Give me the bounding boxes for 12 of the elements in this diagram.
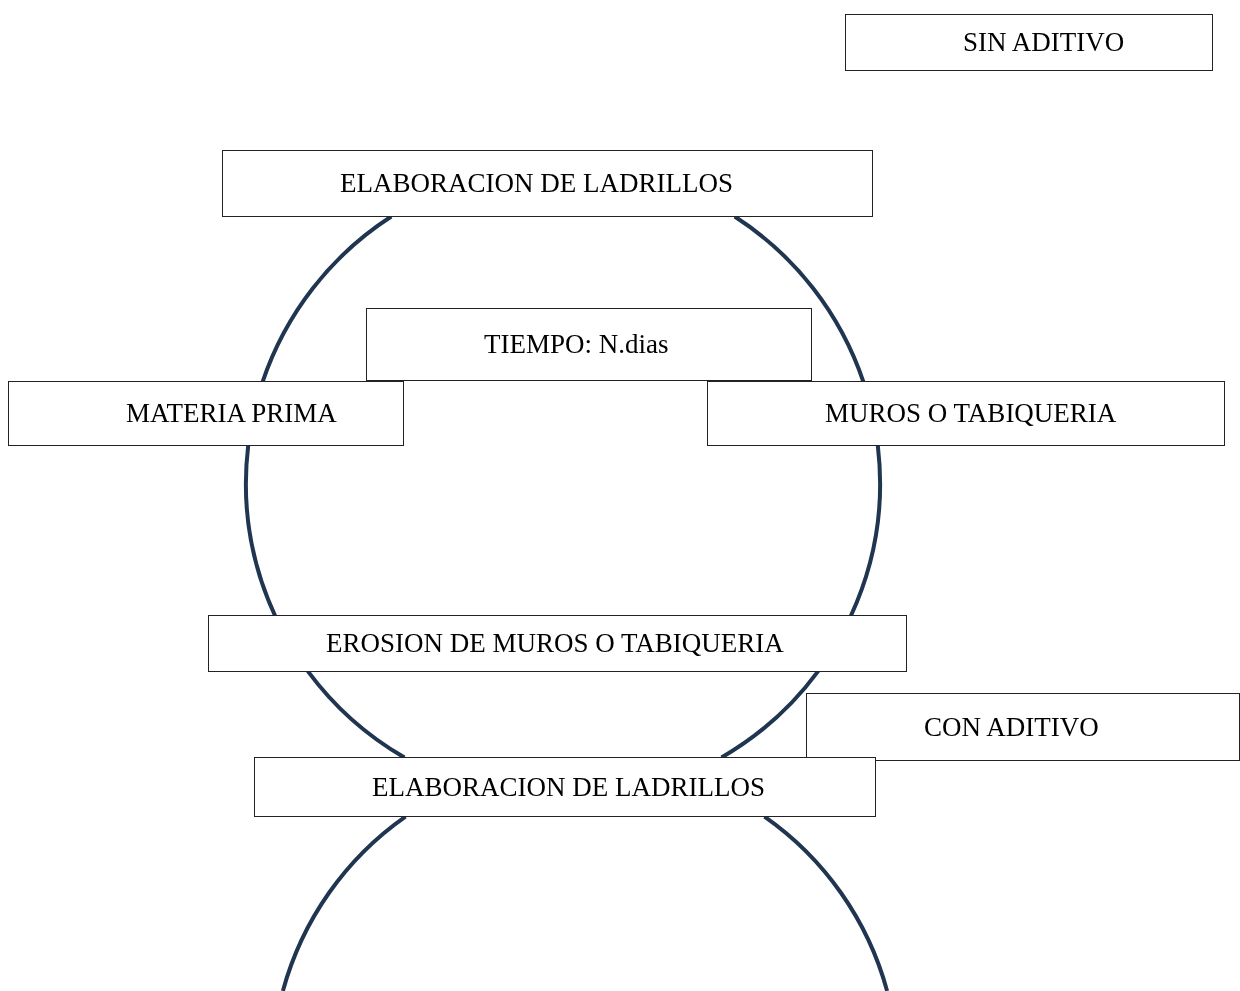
cycle-arc xyxy=(281,815,407,991)
text-box: MUROS O TABIQUERIA xyxy=(707,381,1225,446)
text-box: TIEMPO: N.dias xyxy=(366,308,812,381)
text-box: ELABORACION DE LADRILLOS xyxy=(254,757,876,817)
cycle-arc xyxy=(244,445,278,617)
text-box: MATERIA PRIMA xyxy=(8,381,404,446)
text-box: CON ADITIVO xyxy=(806,693,1240,761)
cycle-arc xyxy=(763,815,889,991)
text-box: ELABORACION DE LADRILLOS xyxy=(222,150,873,217)
text-box: SIN ADITIVO xyxy=(845,14,1213,71)
text-box: EROSION DE MUROS O TABIQUERIA xyxy=(208,615,907,672)
cycle-arc xyxy=(848,445,882,617)
